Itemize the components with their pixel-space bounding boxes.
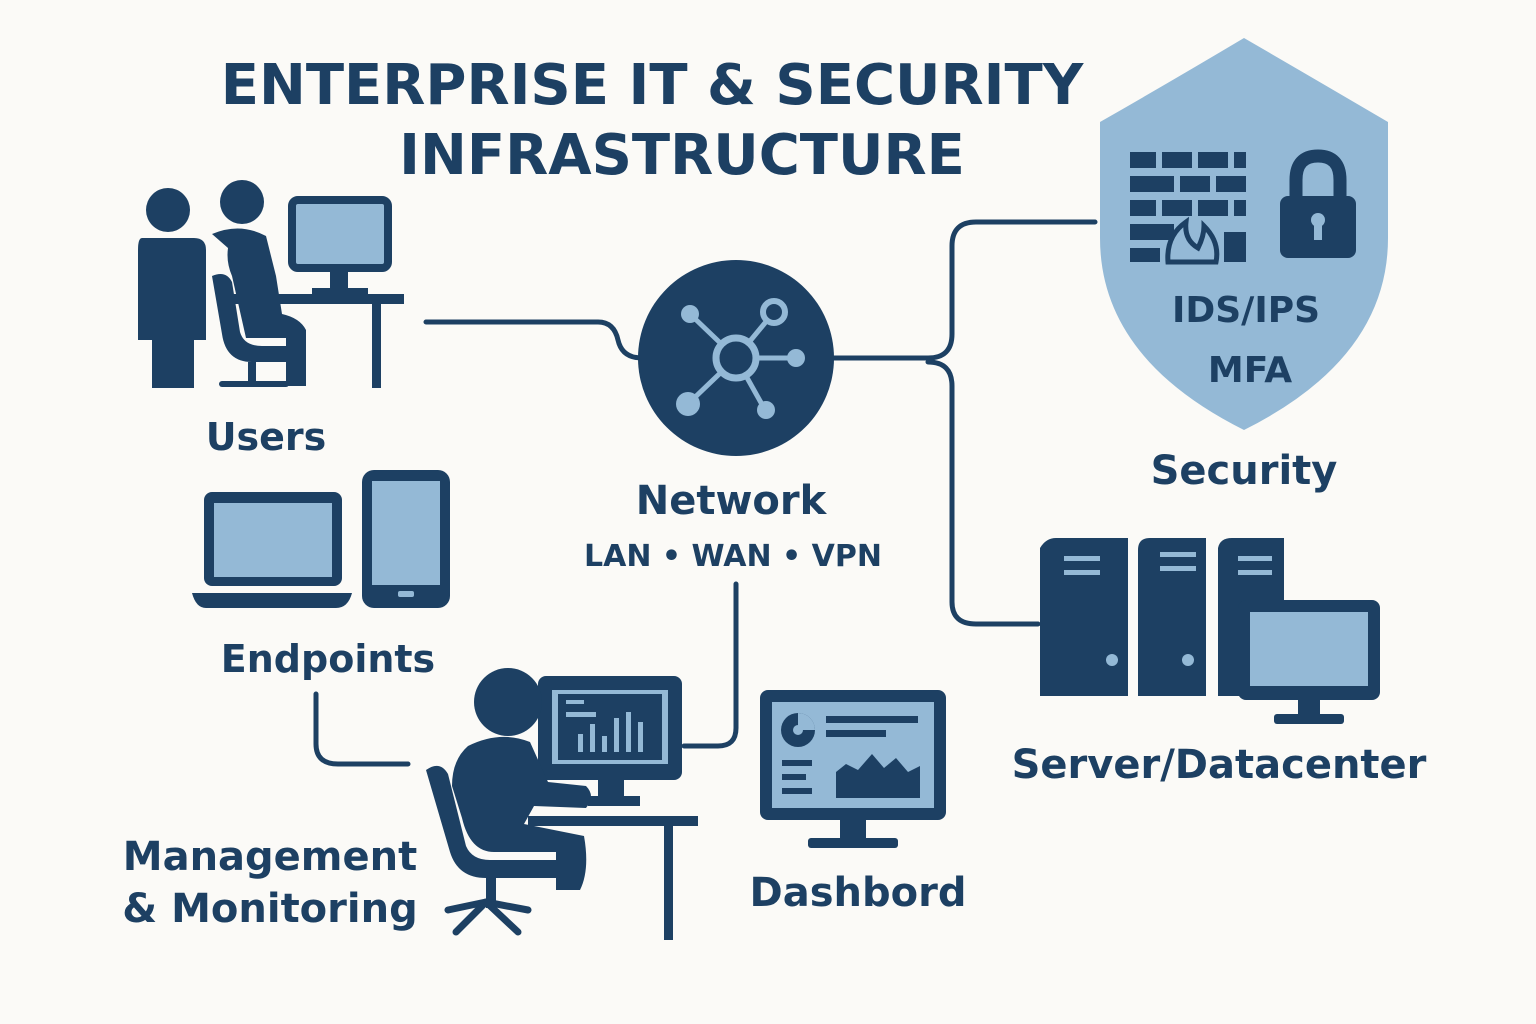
phone-icon [362, 470, 450, 608]
connector-lines [313, 219, 1098, 767]
laptop-icon [192, 492, 352, 608]
connector-users-network [423, 319, 645, 361]
monitor-icon [1238, 600, 1380, 724]
security-label: Security [1151, 448, 1338, 494]
connector-endpoints-management [313, 691, 411, 767]
connector-network-management [681, 581, 739, 749]
management-label-line-2: & Monitoring [122, 886, 417, 932]
dashboard-icon [760, 690, 946, 848]
title-line-1: ENTERPRISE IT & SECURITY [221, 53, 1085, 118]
shield-text-ids-ips: IDS/IPS [1172, 290, 1320, 331]
network-hub-icon [638, 260, 834, 456]
server-label: Server/Datacenter [1012, 742, 1427, 788]
title-line-2: INFRASTRUCTURE [399, 123, 965, 188]
server-rack-icon [1040, 538, 1284, 696]
network-sublabel: LAN • WAN • VPN [584, 539, 882, 574]
users-label: Users [206, 415, 327, 459]
shield-text-mfa: MFA [1208, 350, 1292, 391]
dashboard-label: Dashbord [750, 870, 967, 916]
connector-to-server [925, 359, 1041, 627]
management-label-line-1: Management [123, 834, 417, 880]
connector-network-branch [829, 219, 1098, 361]
users-icon [138, 180, 404, 388]
firewall-icon [1130, 152, 1246, 265]
network-label: Network [636, 478, 828, 524]
lock-icon [1280, 149, 1356, 258]
endpoints-label: Endpoints [221, 637, 435, 681]
operator-icon [426, 668, 698, 940]
